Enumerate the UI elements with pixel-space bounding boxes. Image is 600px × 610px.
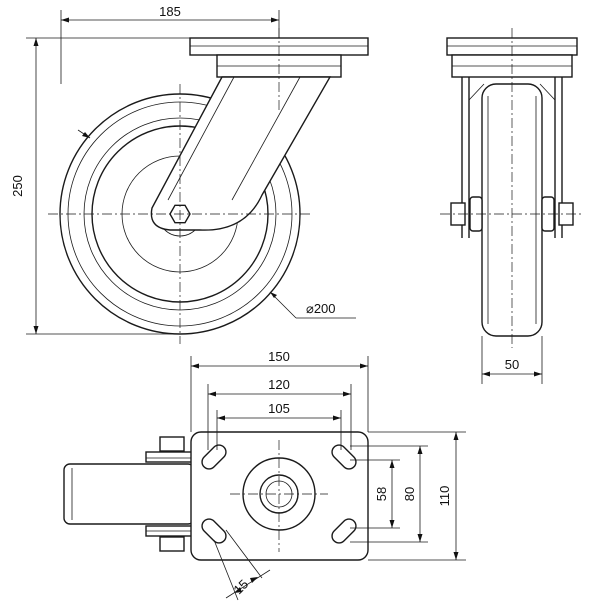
dim-250: 250 — [10, 37, 190, 335]
dim-150-label: 150 — [268, 349, 290, 364]
dim-diameter: ⌀200 — [269, 291, 356, 319]
dim-110: 110 — [368, 431, 466, 561]
dim-diameter-label: ⌀200 — [306, 301, 336, 316]
dim-110-label: 110 — [437, 486, 452, 507]
dim-120: 120 — [207, 377, 352, 450]
dim-105: 105 — [216, 401, 342, 450]
dim-105-label: 105 — [268, 401, 290, 416]
dim-250-label: 250 — [10, 175, 25, 197]
dim-185: 185 — [60, 4, 280, 84]
dim-80: 80 — [350, 445, 428, 543]
fork-arm — [150, 76, 332, 231]
slot-holes — [201, 444, 357, 544]
mounting-plate — [190, 431, 369, 561]
front-view — [48, 28, 369, 344]
dim-15-label: 15 — [230, 576, 251, 597]
dim-80-label: 80 — [402, 487, 417, 501]
dim-50: 50 — [481, 336, 543, 384]
dim-15: 15 — [213, 529, 271, 601]
dim-50-label: 50 — [505, 357, 519, 372]
dim-150: 150 — [190, 349, 369, 432]
dim-58-label: 58 — [374, 487, 389, 501]
side-view — [440, 28, 584, 348]
dim-185-label: 185 — [159, 4, 181, 19]
top-wheel — [63, 463, 195, 525]
top-view — [63, 431, 369, 561]
dim-120-label: 120 — [268, 377, 290, 392]
dim-58: 58 — [350, 459, 400, 529]
